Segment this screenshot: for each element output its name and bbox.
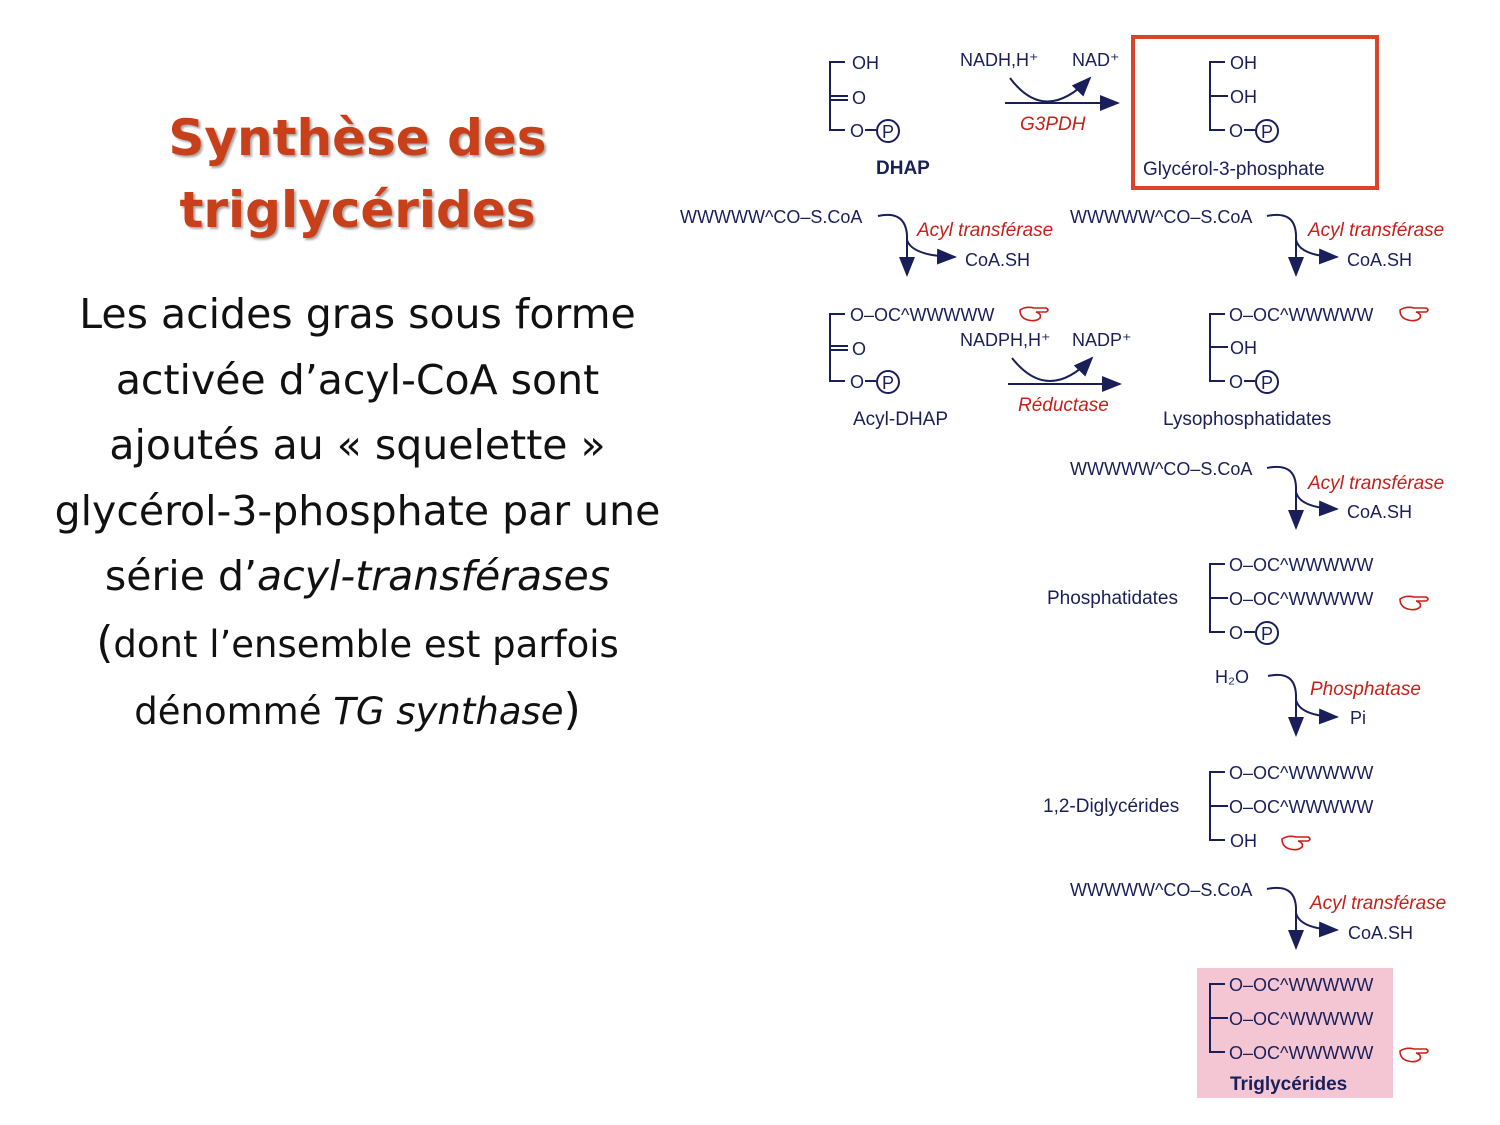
text-line-1: Les acides gras sous forme [79, 290, 636, 338]
nad-label: NAD⁺ [1072, 50, 1120, 70]
phosphatidates-label: Phosphatidates [1047, 588, 1178, 609]
title-line-1: Synthèse des [168, 109, 547, 167]
phosphatidates-chain-2: O–OC^WWWWW [1229, 589, 1373, 609]
acyl-transferase-step-4: WWWWW^CO–S.CoA Acyl transférase CoA.SH [1070, 880, 1446, 950]
reductase-enzyme: Réductase [1018, 395, 1109, 416]
acyl-transferase-step-left: WWWWW^CO–S.CoA Acyl transférase CoA.SH [680, 207, 1053, 277]
phosphatase-step: H₂O Phosphatase Pi [1215, 667, 1421, 737]
pointing-hand-icon [1019, 306, 1049, 322]
dhap-label: DHAP [876, 158, 930, 179]
dhap-oh: OH [852, 53, 879, 73]
phosphate-circle-icon [1255, 119, 1279, 143]
phosphate-circle-icon [876, 370, 900, 394]
diglycerides-chain-2: O–OC^WWWWW [1229, 797, 1373, 817]
acylcoa-left: WWWWW^CO–S.CoA [680, 207, 862, 227]
pointing-hand-icon [1399, 595, 1429, 611]
pi-label: Pi [1350, 708, 1366, 728]
text-line-3: ajoutés au « squelette » [109, 421, 606, 469]
close-paren: ) [563, 684, 581, 735]
g3pdh-enzyme: G3PDH [1020, 114, 1086, 135]
acylcoa-3: WWWWW^CO–S.CoA [1070, 459, 1252, 479]
dhap-structure: OH O O P DHAP [829, 53, 930, 179]
acyl-dhap-chain: O–OC^WWWWW [850, 305, 994, 325]
lyso-op: O [1229, 372, 1243, 392]
dhap-op: O [850, 121, 864, 141]
acylcoa-right: WWWWW^CO–S.CoA [1070, 207, 1252, 227]
nadh-label: NADH,H⁺ [960, 50, 1039, 70]
phosphate-circle-icon [1255, 370, 1279, 394]
acyl-dhap-p: P [882, 373, 894, 393]
glycerol-3-phosphate-box: OH OH O P Glycérol-3-phosphate [1131, 35, 1379, 190]
phosphatidates-op: O [1229, 623, 1243, 643]
text-line-2: activée d’acyl-CoA sont [115, 355, 600, 404]
tg-chain-3: O–OC^WWWWW [1229, 1043, 1373, 1063]
title-line-2: triglycérides [179, 181, 536, 239]
diglycerides-chain-1: O–OC^WWWWW [1229, 763, 1373, 783]
text-line-7: dénommé TG synthase) [5, 677, 710, 745]
g3p-oh-2: OH [1230, 87, 1257, 107]
text-line-5: série d’acyl-transférases [5, 544, 710, 610]
g3p-op: O [1229, 121, 1243, 141]
h2o-label: H₂O [1215, 667, 1249, 687]
diglycerides-structure: 1,2-Diglycérides O–OC^WWWWW O–OC^WWWWW O… [1043, 763, 1373, 851]
slide-title: Synthèse des triglycérides [0, 102, 715, 246]
acylcoa-4: WWWWW^CO–S.CoA [1070, 880, 1252, 900]
acyl-transferase-step-3: WWWWW^CO–S.CoA Acyl transférase CoA.SH [1070, 459, 1444, 530]
acyl-transferase-left: Acyl transférase [916, 220, 1053, 241]
text-line-5-pre: série d’ [104, 552, 258, 600]
reductase-step: NADPH,H⁺ NADP⁺ Réductase [960, 330, 1132, 416]
triglycerides-label: Triglycérides [1230, 1074, 1347, 1095]
acyl-dhap-structure: O–OC^WWWWW O O P Acyl-DHAP [829, 305, 1049, 430]
g3pdh-step: NADH,H⁺ NAD⁺ G3PDH [960, 50, 1120, 135]
coash-right: CoA.SH [1347, 250, 1412, 270]
tg-chain-1: O–OC^WWWWW [1229, 975, 1373, 995]
diglycerides-oh: OH [1230, 831, 1257, 851]
acyl-transferase-3: Acyl transférase [1307, 473, 1444, 494]
phosphatidates-structure: Phosphatidates O–OC^WWWWW O–OC^WWWWW O P [1047, 555, 1429, 645]
g3p-label: Glycérol-3-phosphate [1143, 159, 1325, 180]
dhap-o: O [852, 88, 866, 108]
phosphatase-enzyme: Phosphatase [1310, 679, 1421, 700]
phosphate-circle-icon [876, 119, 900, 143]
body-text: Les acides gras sous forme activée d’acy… [5, 282, 710, 745]
lyso-p: P [1261, 373, 1273, 393]
nadp-label: NADP⁺ [1072, 330, 1132, 350]
nadph-label: NADPH,H⁺ [960, 330, 1051, 350]
lyso-chain: O–OC^WWWWW [1229, 305, 1373, 325]
text-line-5-em: acyl-transférases [257, 552, 611, 600]
acyl-transferase-right: Acyl transférase [1307, 220, 1444, 241]
g3p-p: P [1261, 122, 1273, 142]
lysophosphatidates-structure: O–OC^WWWWW OH O P Lysophosphatidates [1163, 305, 1429, 430]
coash-3: CoA.SH [1347, 502, 1412, 522]
text-line-7-pre: dénommé [134, 690, 334, 733]
acyl-dhap-o: O [852, 339, 866, 359]
triglycerides-structure: O–OC^WWWWW O–OC^WWWWW O–OC^WWWWW Triglyc… [1197, 968, 1429, 1098]
pointing-hand-icon [1281, 835, 1311, 851]
g3p-oh-1: OH [1230, 53, 1257, 73]
triglycerides-highlight [1197, 968, 1393, 1098]
phosphatidates-chain-1: O–OC^WWWWW [1229, 555, 1373, 575]
phosphate-circle-icon [1255, 621, 1279, 645]
diglycerides-label: 1,2-Diglycérides [1043, 796, 1179, 817]
tg-chain-2: O–OC^WWWWW [1229, 1009, 1373, 1029]
lyso-oh: OH [1230, 338, 1257, 358]
coash-4: CoA.SH [1348, 923, 1413, 943]
acyl-transferase-step-right: WWWWW^CO–S.CoA Acyl transférase CoA.SH [1070, 207, 1444, 277]
pointing-hand-icon [1399, 306, 1429, 322]
acyl-transferase-4: Acyl transférase [1309, 893, 1446, 914]
text-line-6: (dont l’ensemble est parfois [5, 610, 710, 678]
open-paren: ( [96, 616, 114, 668]
coash-left: CoA.SH [965, 250, 1030, 270]
acyl-dhap-op: O [850, 372, 864, 392]
text-line-4: glycérol-3-phosphate par une [54, 486, 661, 535]
text-line-7-em: TG synthase [333, 690, 564, 733]
acyl-dhap-label: Acyl-DHAP [853, 409, 948, 430]
text-line-6-text: dont l’ensemble est parfois [113, 622, 619, 666]
phosphatidates-p: P [1261, 624, 1273, 644]
lyso-label: Lysophosphatidates [1163, 409, 1331, 430]
dhap-p: P [882, 122, 894, 142]
pointing-hand-icon [1399, 1047, 1429, 1063]
